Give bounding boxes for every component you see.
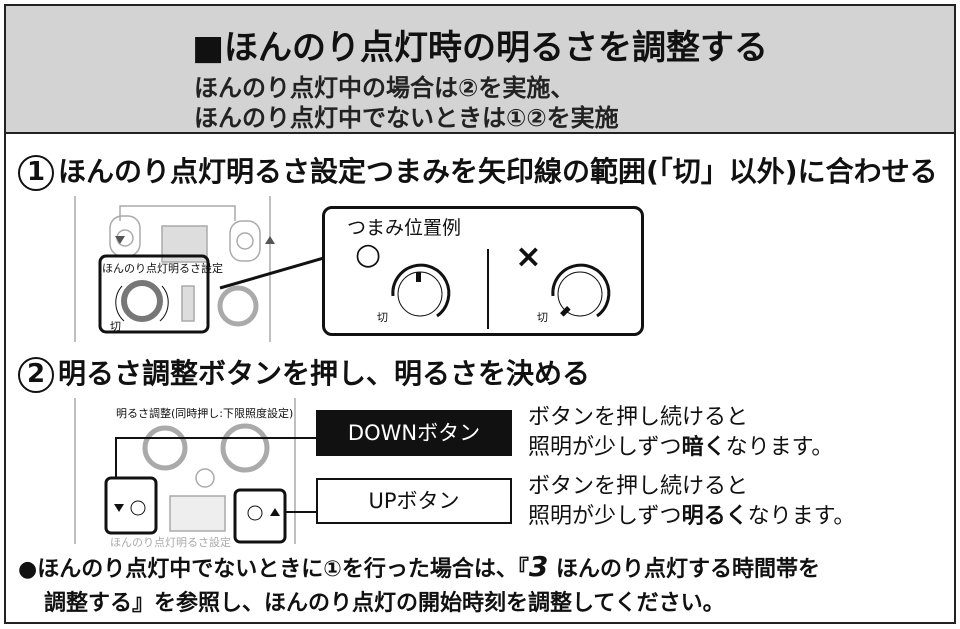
dial-label: ほんのり点灯明るさ設定	[102, 262, 223, 275]
off-label-ok: 切	[377, 311, 388, 324]
down-description: ボタンを押し続けると 照明が少しずつ暗くなります。	[528, 403, 833, 463]
ok-mark-icon: ○	[355, 237, 382, 272]
subtitle-1: ほんのり点灯中の場合は②を実施、	[194, 74, 575, 102]
note-line-2: 調整する』を参照し、ほんのり点灯の開始時刻を調整してください。	[44, 591, 725, 616]
desc-line: ボタンを押し続けると	[528, 474, 749, 499]
note-text: ほんのり点灯する時間帯を	[555, 557, 820, 582]
dial-ok-icon	[391, 263, 451, 318]
desc-line: 照明が少しずつ暗くなります。	[528, 433, 833, 463]
desc-emphasis: 明るく	[681, 504, 748, 529]
off-label: 切	[110, 320, 121, 333]
page-title: ■ほんのり点灯時の明るさを調整する	[191, 28, 769, 68]
step2-text: 明るさ調整ボタンを押し、明るさを決める	[58, 357, 591, 390]
step-number: 2	[18, 357, 54, 393]
subtitle-2: ほんのり点灯中でないときは①②を実施	[194, 104, 619, 132]
desc-line: ボタンを押し続けると	[528, 405, 749, 430]
callout-title: つまみ位置例	[347, 217, 462, 239]
dial-ng-icon	[551, 263, 611, 318]
ng-mark-icon: ×	[515, 237, 542, 275]
step-number: 1	[18, 155, 54, 191]
divider	[487, 249, 489, 329]
desc-line: 照明が少しずつ明るくなります。	[528, 502, 855, 532]
note: ●ほんのり点灯中でないときに①を行った場合は、『3 ほんのり点灯する時間帯を 調…	[18, 550, 820, 621]
panel-label: 明るさ調整(同時押し:下限照度設定)	[116, 407, 294, 420]
section-ref-number: 3	[528, 550, 549, 583]
desc-text: なります。	[747, 504, 856, 529]
note-line-1: ●ほんのり点灯中でないときに①を行った場合は、『3 ほんのり点灯する時間帯を	[18, 550, 820, 587]
dial-panel-illustration	[74, 196, 330, 342]
button-panel-illustration	[74, 398, 320, 544]
panel-bottom-label: ほんのり点灯明るさ設定	[110, 536, 231, 549]
step1-text: ほんのり点灯明るさ設定つまみを矢印線の範囲(「切」以外)に合わせる	[58, 155, 938, 188]
off-label-ng: 切	[537, 311, 548, 324]
knob-position-callout: つまみ位置例 ○ × 切 切	[322, 206, 644, 336]
note-text: ●ほんのり点灯中でないときに①を行った場合は、『	[18, 557, 529, 582]
desc-text: なります。	[725, 435, 834, 460]
page-frame: ■ほんのり点灯時の明るさを調整する ほんのり点灯中の場合は②を実施、 ほんのり点…	[4, 4, 956, 624]
desc-emphasis: 暗く	[681, 435, 726, 460]
up-button-label: UPボタン	[316, 478, 512, 524]
down-button-label: DOWNボタン	[316, 410, 512, 456]
up-description: ボタンを押し続けると 照明が少しずつ明るくなります。	[528, 472, 855, 532]
header: ■ほんのり点灯時の明るさを調整する ほんのり点灯中の場合は②を実施、 ほんのり点…	[6, 6, 954, 134]
desc-text: 照明が少しずつ	[528, 435, 682, 460]
desc-text: 照明が少しずつ	[528, 504, 682, 529]
